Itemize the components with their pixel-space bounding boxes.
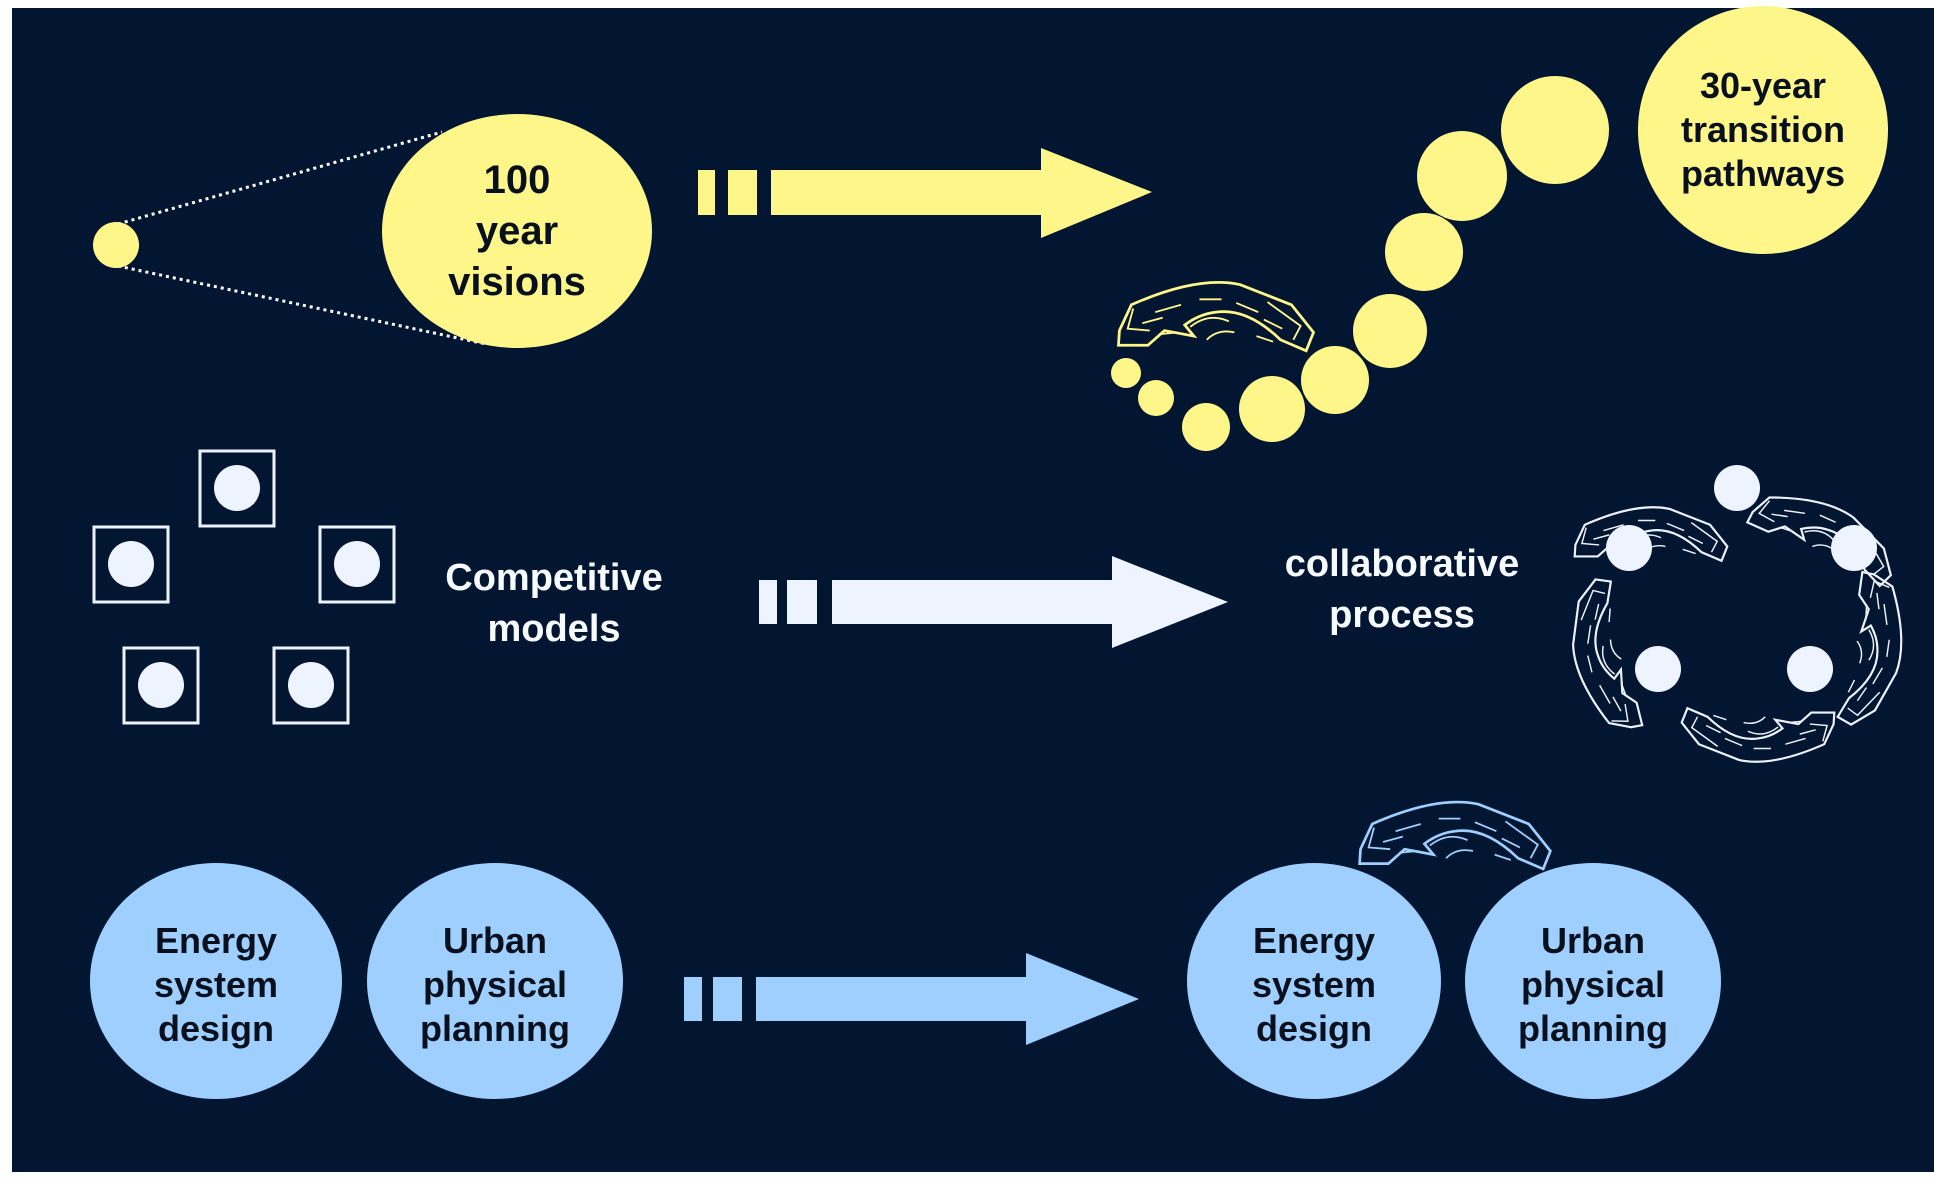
vision-line-3: visions	[448, 260, 586, 304]
left-energy-line-1: Energy	[155, 920, 277, 961]
model-box-bottom-right	[272, 646, 350, 725]
right-urban-line-2: physical	[1521, 964, 1665, 1005]
vision-line-1: 100	[484, 158, 551, 202]
model-dot-right	[334, 541, 380, 587]
collab-node-bottom-right	[1787, 646, 1833, 692]
ring-bridge-icon-4	[1680, 707, 1836, 763]
ring-bridge-icon-3	[1835, 570, 1913, 732]
pathways-line-2: transition	[1681, 109, 1845, 150]
right-urban-line-3: planning	[1518, 1008, 1668, 1049]
pathways-line-3: pathways	[1681, 153, 1845, 194]
vision-line-2: year	[476, 209, 558, 253]
model-dot-left	[108, 541, 154, 587]
yellow-arrow-dash-2	[728, 170, 757, 215]
pathway-step-9	[1501, 76, 1609, 184]
pathway-step-8	[1417, 131, 1507, 221]
blue-bridge-icon	[1358, 800, 1552, 871]
blue-arrow-dash-2	[713, 977, 742, 1021]
left-urban-line-3: planning	[420, 1008, 570, 1049]
pathway-step-3	[1182, 403, 1230, 451]
left-urban-line-1: Urban	[443, 920, 547, 961]
ring-bridge-icon-5	[1556, 574, 1648, 739]
collaborative-ring	[1556, 465, 1913, 763]
model-dot-top	[214, 465, 260, 511]
collaborative-line-1: collaborative	[1285, 543, 1519, 585]
collab-node-top	[1714, 465, 1760, 511]
right-energy-ellipse	[1187, 863, 1441, 1099]
left-urban-ellipse	[367, 863, 623, 1099]
pathway-step-7	[1385, 213, 1463, 291]
white-arrow	[832, 556, 1228, 648]
model-box-bottom-left	[122, 646, 200, 725]
pathways-ellipse	[1638, 6, 1888, 254]
left-energy-ellipse	[90, 863, 342, 1099]
pathway-step-5	[1301, 346, 1369, 414]
pathway-step-2	[1138, 380, 1174, 416]
row-visions-to-pathways: 100 year visions 30-year transition path…	[93, 6, 1888, 451]
collaborative-line-2: process	[1329, 594, 1475, 636]
pathway-step-4	[1239, 376, 1305, 442]
competitive-line-1: Competitive	[445, 557, 662, 599]
ring-bridge-icon-2	[1744, 476, 1908, 590]
model-box-right	[318, 525, 396, 604]
yellow-arrow	[771, 148, 1152, 238]
collab-node-left	[1606, 525, 1652, 571]
vision-perspective-line-top	[117, 130, 443, 226]
white-arrow-dash-2	[787, 580, 817, 624]
blue-arrow	[756, 953, 1139, 1045]
pathway-step-6	[1353, 294, 1427, 368]
competitive-models-cluster	[92, 449, 396, 725]
left-urban-line-2: physical	[423, 964, 567, 1005]
right-urban-line-1: Urban	[1541, 920, 1645, 961]
right-energy-line-3: design	[1256, 1008, 1372, 1049]
pathway-step-1	[1111, 358, 1141, 388]
left-energy-line-2: system	[154, 964, 278, 1005]
left-energy-line-3: design	[158, 1008, 274, 1049]
right-energy-line-1: Energy	[1253, 920, 1375, 961]
model-box-left	[92, 525, 170, 604]
model-box-top	[198, 449, 276, 528]
vision-origin-dot	[93, 222, 139, 268]
row-competitive-to-collaborative: Competitive models collaborative process	[92, 449, 1913, 763]
right-urban-ellipse	[1465, 863, 1721, 1099]
yellow-bridge-icon	[1117, 280, 1315, 353]
collab-node-right	[1831, 525, 1877, 571]
right-energy-line-2: system	[1252, 964, 1376, 1005]
vision-ellipse	[382, 114, 652, 348]
collab-node-bottom-left	[1635, 646, 1681, 692]
row-energy-urban: Energy system design Urban physical plan…	[90, 800, 1721, 1099]
yellow-arrow-dash-1	[698, 170, 715, 215]
blue-arrow-dash-1	[684, 977, 702, 1021]
transition-path-circles	[1111, 76, 1609, 451]
model-dot-bottom-left	[138, 662, 184, 708]
model-dot-bottom-right	[288, 662, 334, 708]
competitive-line-2: models	[487, 608, 620, 650]
pathways-line-1: 30-year	[1700, 65, 1826, 106]
white-arrow-dash-1	[759, 580, 777, 624]
